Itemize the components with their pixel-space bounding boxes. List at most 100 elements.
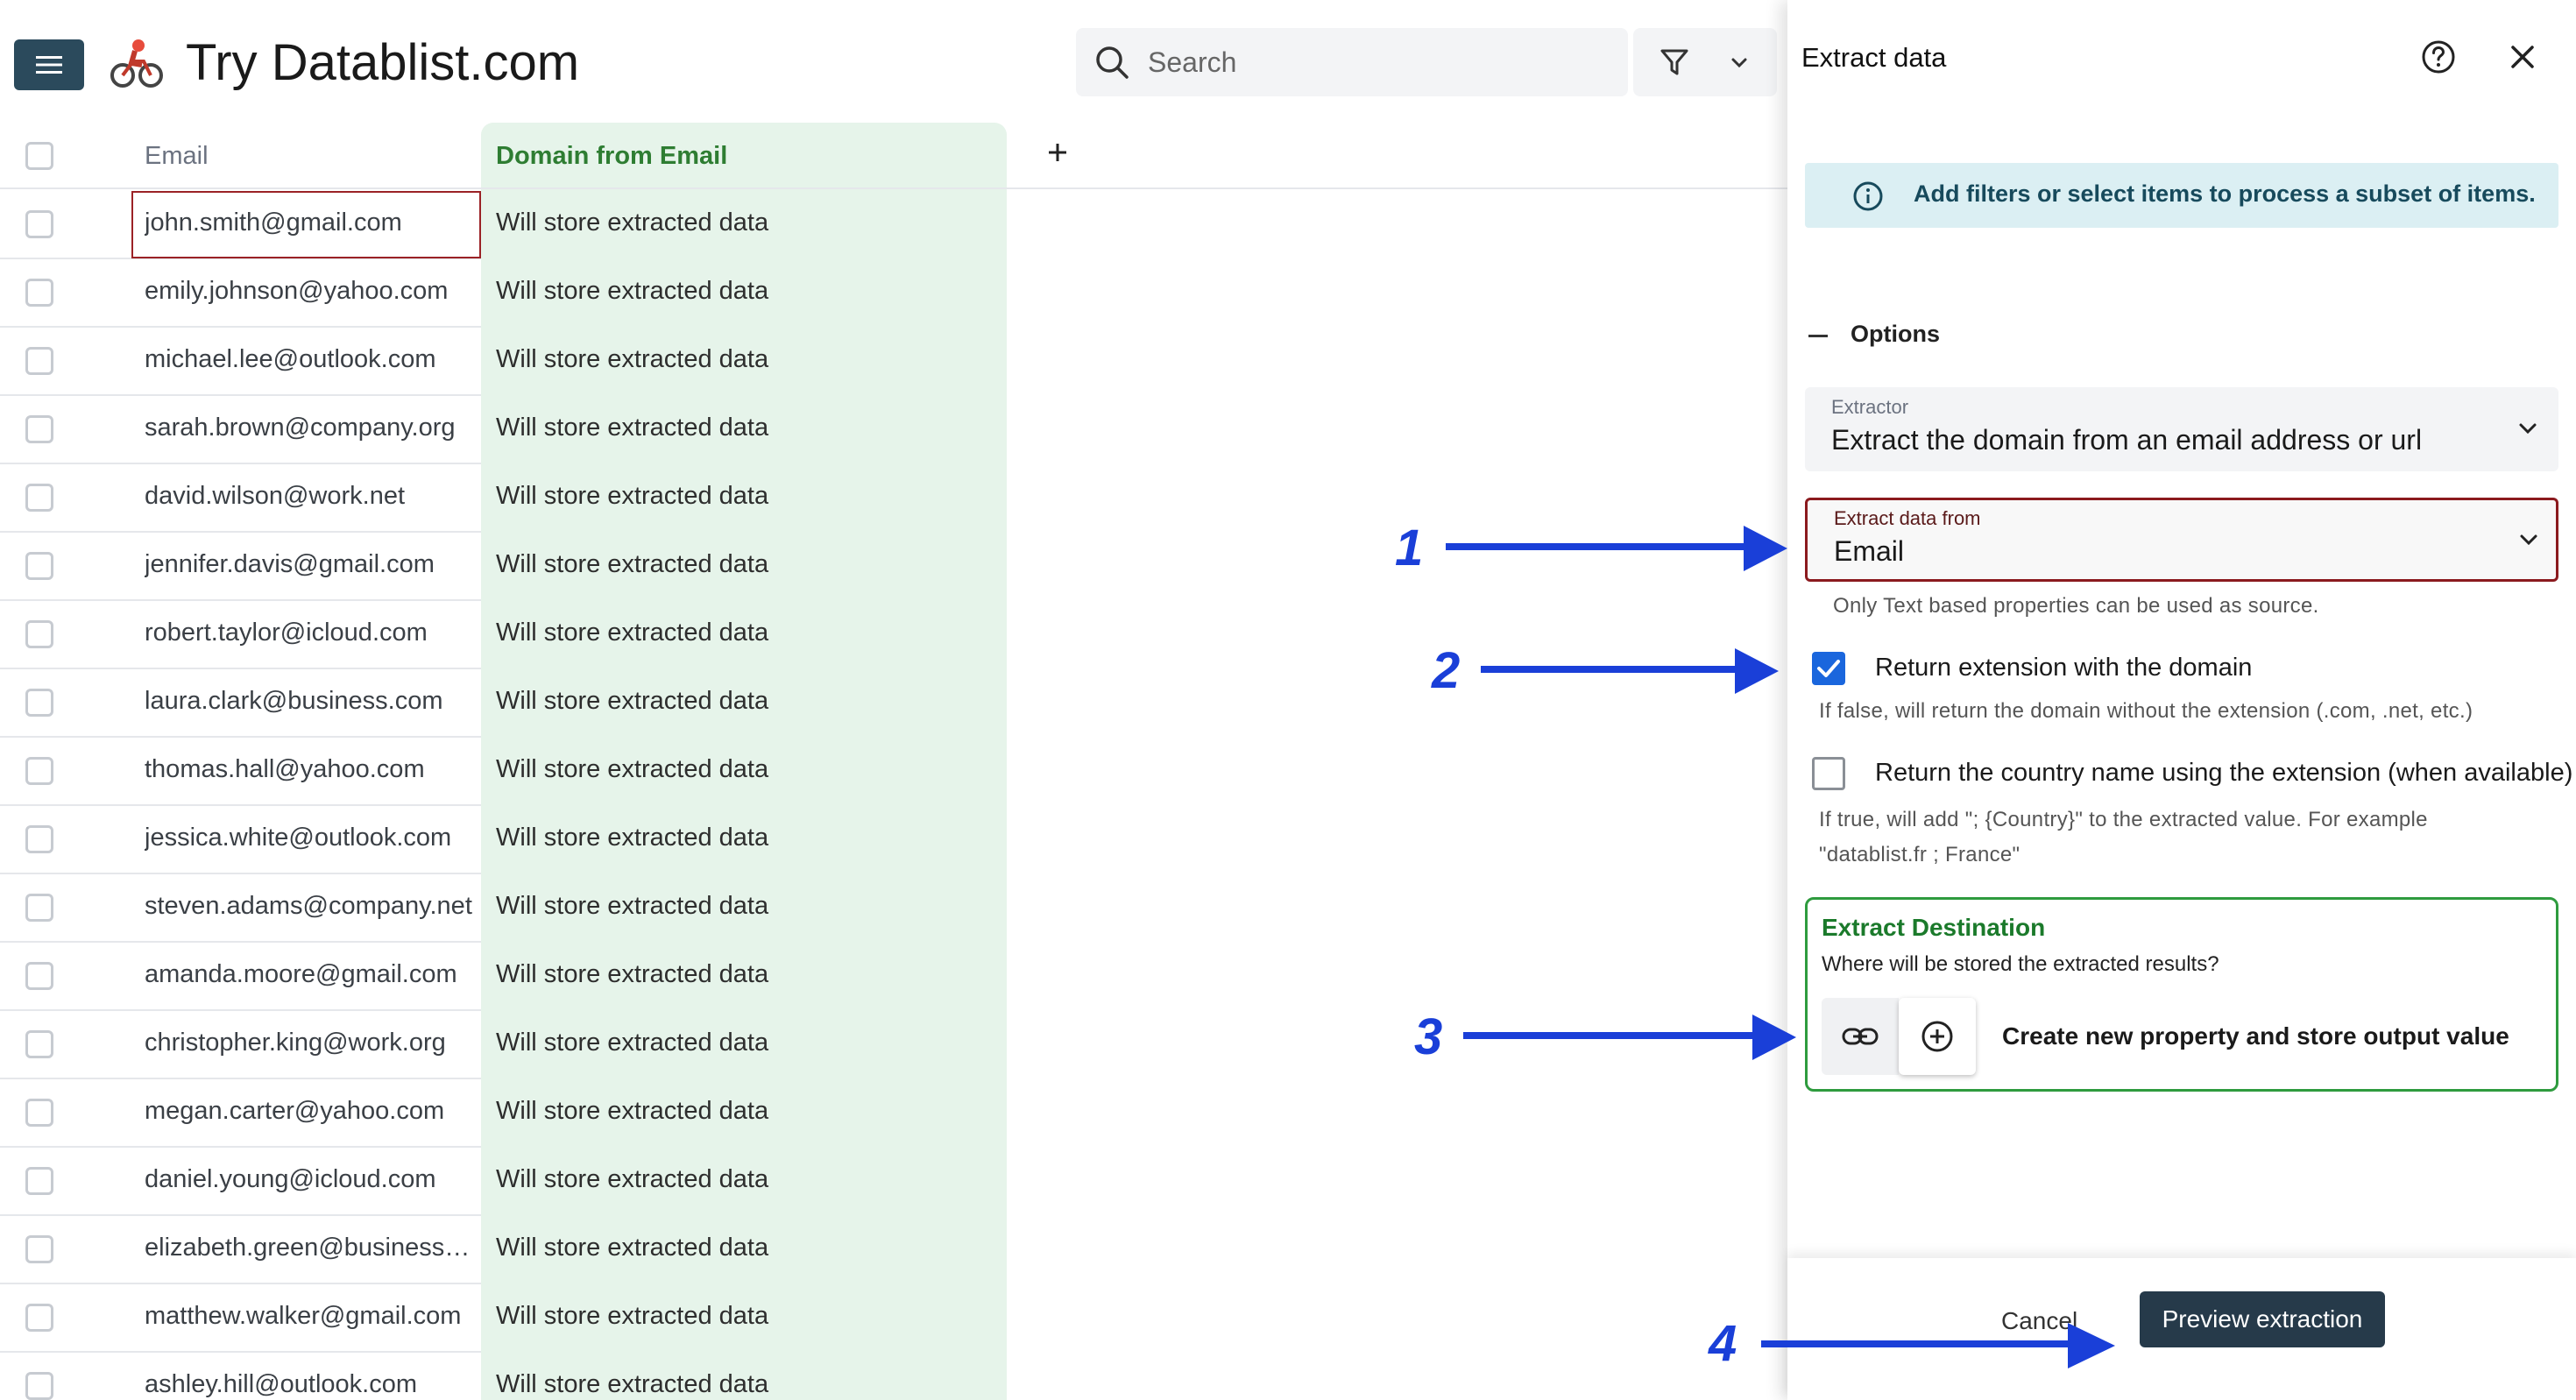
- preview-extraction-button[interactable]: Preview extraction: [2140, 1291, 2385, 1347]
- table-row[interactable]: ashley.hill@outlook.com Will store extrac…: [0, 1353, 1787, 1400]
- row-checkbox[interactable]: [25, 620, 53, 648]
- return-country-label[interactable]: Return the country name using the extens…: [1875, 759, 2573, 787]
- cell-email[interactable]: amanda.moore@gmail.com: [145, 960, 457, 988]
- table-row[interactable]: matthew.walker@gmail.com Will store extra…: [0, 1284, 1787, 1353]
- cell-domain[interactable]: Will store extracted data: [496, 209, 769, 237]
- cell-domain[interactable]: Will store extracted data: [496, 550, 769, 578]
- row-checkbox[interactable]: [25, 210, 53, 238]
- cell-domain[interactable]: Will store extracted data: [496, 277, 769, 305]
- cell-email[interactable]: jennifer.davis@gmail.com: [145, 550, 435, 578]
- table-row[interactable]: sarah.brown@company.org Will store extrac…: [0, 396, 1787, 464]
- return-extension-label[interactable]: Return extension with the domain: [1875, 654, 2253, 682]
- cell-domain[interactable]: Will store extracted data: [496, 1370, 769, 1398]
- table-row[interactable]: laura.clark@business.com Will store extra…: [0, 669, 1787, 738]
- annotation-number: 4: [1709, 1315, 1737, 1372]
- table-row[interactable]: jennifer.davis@gmail.com Will store extra…: [0, 533, 1787, 601]
- cancel-button[interactable]: Cancel: [2001, 1307, 2078, 1334]
- cell-domain[interactable]: Will store extracted data: [496, 619, 769, 647]
- cell-domain[interactable]: Will store extracted data: [496, 414, 769, 442]
- return-country-helper: If true, will add "; {Country}" to the e…: [1819, 808, 2428, 866]
- table-row[interactable]: megan.carter@yahoo.com Will store extract…: [0, 1079, 1787, 1148]
- row-checkbox[interactable]: [25, 894, 53, 922]
- return-extension-checkbox[interactable]: [1812, 652, 1845, 685]
- cell-domain[interactable]: Will store extracted data: [496, 1165, 769, 1193]
- cell-domain[interactable]: Will store extracted data: [496, 687, 769, 715]
- cell-domain[interactable]: Will store extracted data: [496, 482, 769, 510]
- cell-email[interactable]: matthew.walker@gmail.com: [145, 1302, 462, 1330]
- table-row[interactable]: christopher.king@work.org Will store extr…: [0, 1011, 1787, 1079]
- cell-email[interactable]: sarah.brown@company.org: [145, 414, 456, 442]
- row-checkbox[interactable]: [25, 1099, 53, 1127]
- help-icon[interactable]: [2420, 39, 2457, 75]
- cell-email[interactable]: david.wilson@work.net: [145, 482, 406, 510]
- cell-domain[interactable]: Will store extracted data: [496, 960, 769, 988]
- cell-domain[interactable]: Will store extracted data: [496, 1234, 769, 1262]
- table-row[interactable]: daniel.young@icloud.com Will store extrac…: [0, 1148, 1787, 1216]
- cell-email[interactable]: robert.taylor@icloud.com: [145, 619, 428, 647]
- create-new-property-button[interactable]: [1899, 998, 1976, 1075]
- cell-domain[interactable]: Will store extracted data: [496, 1302, 769, 1330]
- cell-email[interactable]: laura.clark@business.com: [145, 687, 443, 715]
- row-checkbox[interactable]: [25, 484, 53, 512]
- annotation-number: 1: [1395, 520, 1424, 576]
- cell-email[interactable]: michael.lee@outlook.com: [145, 345, 436, 373]
- row-checkbox[interactable]: [25, 962, 53, 990]
- table-row[interactable]: david.wilson@work.net Will store extracte…: [0, 464, 1787, 533]
- row-checkbox[interactable]: [25, 1304, 53, 1332]
- cell-email[interactable]: steven.adams@company.net: [145, 892, 472, 920]
- table-row[interactable]: robert.taylor@icloud.com Will store extra…: [0, 601, 1787, 669]
- table-row[interactable]: jessica.white@outlook.com Will store extr…: [0, 806, 1787, 874]
- column-header-domain[interactable]: Domain from Email: [496, 142, 728, 170]
- search-box[interactable]: [1076, 28, 1628, 96]
- cell-email[interactable]: thomas.hall@yahoo.com: [145, 755, 425, 783]
- cell-email[interactable]: daniel.young@icloud.com: [145, 1165, 436, 1193]
- cell-domain[interactable]: Will store extracted data: [496, 755, 769, 783]
- add-column-button[interactable]: [1043, 135, 1072, 170]
- cell-email[interactable]: megan.carter@yahoo.com: [145, 1097, 445, 1125]
- cell-domain[interactable]: Will store extracted data: [496, 1029, 769, 1057]
- table-row[interactable]: emily.johnson@yahoo.com Will store extrac…: [0, 259, 1787, 328]
- row-checkbox[interactable]: [25, 757, 53, 785]
- row-checkbox[interactable]: [25, 552, 53, 580]
- cell-email[interactable]: ashley.hill@outlook.com: [145, 1370, 417, 1398]
- row-checkbox[interactable]: [25, 279, 53, 307]
- table-row[interactable]: steven.adams@company.net Will store extra…: [0, 874, 1787, 943]
- row-checkbox[interactable]: [25, 415, 53, 443]
- row-checkbox[interactable]: [25, 825, 53, 853]
- filter-button[interactable]: [1633, 28, 1777, 96]
- options-label: Options: [1851, 321, 1940, 347]
- row-checkbox[interactable]: [25, 1030, 53, 1058]
- cell-domain[interactable]: Will store extracted data: [496, 345, 769, 373]
- row-checkbox[interactable]: [25, 1372, 53, 1400]
- source-select[interactable]: Extract data from Email: [1805, 498, 2558, 582]
- cell-email[interactable]: elizabeth.green@business.c...: [145, 1234, 473, 1262]
- table-row[interactable]: thomas.hall@yahoo.com Will store extracte…: [0, 738, 1787, 806]
- menu-button[interactable]: [14, 39, 84, 90]
- close-icon[interactable]: [2506, 40, 2539, 74]
- extractor-select[interactable]: Extractor Extract the domain from an ema…: [1805, 387, 2558, 471]
- link-existing-property-button[interactable]: [1822, 998, 1899, 1075]
- row-checkbox[interactable]: [25, 1167, 53, 1195]
- search-input[interactable]: [1148, 28, 1612, 96]
- column-header-email[interactable]: Email: [145, 142, 209, 170]
- table-row[interactable]: elizabeth.green@business.c... Will store …: [0, 1216, 1787, 1284]
- return-country-checkbox[interactable]: [1812, 757, 1845, 790]
- row-divider: [0, 873, 481, 874]
- row-divider: [0, 1078, 481, 1079]
- cell-email[interactable]: jessica.white@outlook.com: [145, 824, 452, 852]
- row-checkbox[interactable]: [25, 347, 53, 375]
- row-checkbox[interactable]: [25, 689, 53, 717]
- search-icon: [1096, 46, 1129, 79]
- cyclist-icon: [109, 35, 165, 91]
- cell-email[interactable]: emily.johnson@yahoo.com: [145, 277, 449, 305]
- table-row[interactable]: amanda.moore@gmail.com Will store extract…: [0, 943, 1787, 1011]
- select-all-checkbox[interactable]: [25, 142, 53, 170]
- destination-title: Extract Destination: [1822, 914, 2046, 941]
- cell-domain[interactable]: Will store extracted data: [496, 824, 769, 852]
- row-checkbox[interactable]: [25, 1235, 53, 1263]
- cell-domain[interactable]: Will store extracted data: [496, 1097, 769, 1125]
- cell-domain[interactable]: Will store extracted data: [496, 892, 769, 920]
- cell-email[interactable]: christopher.king@work.org: [145, 1029, 446, 1057]
- table-row[interactable]: michael.lee@outlook.com Will store extrac…: [0, 328, 1787, 396]
